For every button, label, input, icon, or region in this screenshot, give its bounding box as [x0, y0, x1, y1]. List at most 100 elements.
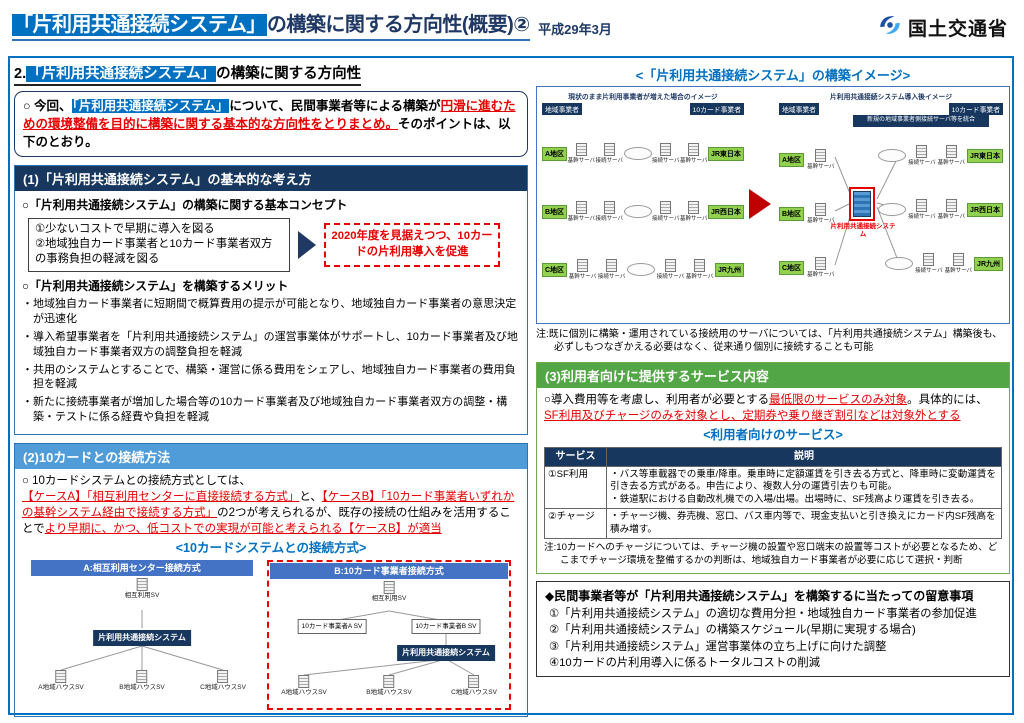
build-image-title: <「片利用共通接続システム」の構築イメージ>	[635, 68, 911, 83]
intro-text: について、民間事業者等による構築が	[229, 99, 441, 113]
merit-item: ・地域独自カード事業者に短期間で概算費用の提示が可能となり、地域独自カード事業者…	[22, 298, 517, 325]
server-node: 接続サーバ	[652, 201, 679, 222]
server-label: 相互利用SV	[371, 595, 407, 603]
server-icon	[815, 149, 827, 162]
server-node: 基幹サーバ	[568, 201, 595, 222]
body-text: 。具体的には、	[907, 394, 988, 406]
server-node: 相互利用SV	[125, 578, 159, 600]
section3-body: ○導入費用等を考慮し、利用者が必要とする最低限のサービスのみ対象。具体的には、S…	[537, 388, 1009, 573]
operator-chip: JR東日本	[967, 148, 1003, 163]
system-label: 片利用共通接続システム	[830, 223, 896, 239]
content-frame	[8, 56, 1014, 715]
server-node: 基幹サーバ	[680, 201, 707, 222]
network-row: B地区 基幹サーバ 接続サーバ 接続サーバ 基幹サーバ JR西日本	[542, 201, 744, 222]
operator-chip: JR東日本	[707, 146, 744, 161]
server-label: 基幹サーバ	[807, 272, 835, 278]
server-stack-icon	[853, 191, 871, 217]
network-cloud-icon	[878, 203, 907, 216]
server-icon	[660, 201, 672, 214]
heading-number: 2.	[14, 66, 27, 82]
server-label: 接続サーバ	[908, 214, 936, 220]
description-cell: ・チャージ機、券売機、窓口、バス車内等で、現金支払いと引き換えにカード内SF残高…	[606, 508, 1002, 540]
region-chip: C地区	[779, 260, 805, 275]
body-emphasis: 【ケースB】「10カード事業者いずれかの基幹システム経由で接続する方式」	[22, 491, 515, 520]
description-line: ・チャージ機、券売機、窓口、バス車内等で、現金支払いと引き換えにカード内SF残高…	[610, 511, 996, 535]
description-line: ・バス等車載器での乗車/降車。乗車時に定額運賃を引き去る方式と、降車時に変動運賃…	[610, 468, 997, 493]
table-row: ②チャージ ・チャージ機、券売機、窓口、バス車内等で、現金支払いと引き換えにカー…	[544, 508, 1002, 540]
panel-a-body: 相互利用SV 片利用共通接続システム A地域ハウスSV B地域ハウスSV C地域…	[31, 576, 253, 704]
connection-diagram-title: <10カードシステムとの接続方式>	[175, 541, 367, 556]
notes-item: ②「片利用共通接続システム」の構築スケジュール(早期に実現する場合)	[549, 624, 916, 637]
server-label: 基幹サーバ	[807, 164, 835, 170]
concept-item: ②地域独自カード事業者と10カード事業者双方の事務負担の軽減を図る	[35, 238, 273, 266]
section3-header: (3)利用者向けに提供するサービス内容	[537, 363, 1009, 388]
server-node: 基幹サーバ	[569, 259, 596, 280]
server-node: A地域ハウスSV	[38, 670, 84, 692]
server-label: 基幹サーバ	[567, 216, 596, 222]
concept-item: ①少ないコストで早期に導入を図る	[35, 222, 215, 235]
system-box: 片利用共通接続システム	[93, 630, 191, 646]
server-icon	[383, 675, 395, 689]
server-label: 接続サーバ	[652, 158, 680, 164]
image-note: 注:既に個別に構築・運用されている接続用のサーバについては、「片利用共通接続シス…	[536, 329, 1003, 353]
section2-text: ○ 10カードシステムとの接続方式としては、【ケースA】「相互利用センターに直接…	[22, 473, 520, 537]
merit-item: ・導入希望事業者を「片利用共通接続システム」の運営事業体がサポートし、10カード…	[22, 330, 518, 358]
doc-date: 平成29年3月	[538, 22, 612, 37]
section2-body: ○ 10カードシステムとの接続方式としては、【ケースA】「相互利用センターに直接…	[15, 469, 527, 716]
server-label: 基幹サーバ	[680, 216, 708, 222]
table-row: ①SF利用 ・バス等車載器での乗車/降車。乗車時に定額運賃を引き去る方式と、降車…	[544, 465, 1002, 510]
server-icon	[575, 143, 587, 156]
server-icon	[945, 145, 957, 158]
services-table: サービス 説明 ①SF利用 ・バス等車載器での乗車/降車。乗車時に定額運賃を引き…	[544, 446, 1002, 540]
server-label: B地域ハウスSV	[366, 689, 412, 697]
region-node: B地区基幹サーバ	[779, 203, 835, 224]
body-text: の2つが考えられるが、既存の接続の仕組みを活用することで	[22, 507, 511, 536]
server-node: 基幹サーバ	[680, 143, 707, 164]
notes-box: ◆民間事業者等が「片利用共通接続システム」を構築するに当たっての留意事項 ①「片…	[536, 580, 1010, 678]
server-node: A地域ハウスSV	[281, 675, 327, 697]
server-node: C地域ハウスSV	[451, 675, 497, 697]
server-icon	[688, 143, 700, 156]
page-title: 「片利用共通接続システム」の構築に関する方向性(概要)②	[12, 8, 530, 41]
intro-box: ○ 今回、「片利用共通接続システム」について、民間事業者等による構築が円滑に進む…	[14, 91, 528, 158]
region-chip: B地区	[779, 206, 805, 221]
server-node: 接続サーバ	[908, 145, 936, 166]
body-emphasis: より早期に、かつ、低コストでの実現が可能と考えられる【ケースB】が適当	[44, 523, 442, 536]
column-label: 10カード事業者	[948, 103, 1003, 115]
column-header: サービス	[544, 446, 607, 467]
before-panel: 現状のまま片利用事業者が増えた場合のイメージ 地域事業者 10カード事業者 A地…	[540, 91, 746, 319]
column-label: 地域事業者	[779, 103, 819, 115]
body-text: ○導入費用等を考慮し、利用者が必要とする	[544, 394, 770, 406]
server-node: 基幹サーバ	[938, 199, 965, 220]
connector-lines	[60, 610, 224, 671]
heading-highlight: 「片利用共通接続システム」	[26, 66, 217, 82]
section2-header: (2)10カードとの接続方法	[15, 443, 527, 469]
goal-box: 2020年度を見据えつつ、10カードの片利用導入を促進	[324, 222, 500, 267]
left-column: 2.「片利用共通接続システム」の構築に関する方向性 ○ 今回、「片利用共通接続シ…	[14, 62, 528, 717]
server-icon	[688, 201, 700, 214]
body-emphasis: SF利用及びチャージのみを対象とし、定期券や乗り継ぎ割引などは対象外とする	[544, 410, 961, 423]
concept-title: ○「片利用共通接続システム」の構築に関する基本コンセプト	[22, 198, 348, 213]
server-icon	[298, 675, 310, 689]
title-highlight: 「片利用共通接続システム」	[12, 14, 267, 36]
body-text: と、	[299, 491, 322, 503]
server-node: 接続サーバ	[596, 201, 623, 222]
region-chip: A地区	[779, 152, 805, 167]
notes-title: ◆民間事業者等が「片利用共通接続システム」を構築するに当たっての留意事項	[545, 588, 974, 603]
server-node: 接続サーバ	[652, 143, 679, 164]
server-label: 接続サーバ	[595, 158, 623, 164]
server-label: 基幹サーバ	[937, 160, 966, 166]
server-label: 接続サーバ	[652, 216, 680, 222]
merit-item: ・新たに接続事業者が増加した場合等の10カード事業者及び地域独自カード事業者双方…	[22, 396, 508, 424]
panel-b-body: 相互利用SV 10カード事業者A SV 10カード事業者B SV 片利用共通接続…	[270, 579, 508, 707]
merit-item: ・共用のシステムとすることで、構築・運営に係る費用をシェアし、地域独自カード事業…	[22, 363, 516, 391]
server-icon	[916, 145, 928, 158]
server-label: 接続サーバ	[597, 274, 626, 280]
description-cell: ・バス等車載器での乗車/降車。乗車時に定額運賃を引き去る方式と、降車時に変動運賃…	[606, 465, 1002, 510]
concept-box: ①少ないコストで早期に導入を図る ②地域独自カード事業者と10カード事業者双方の…	[28, 217, 290, 272]
server-node: 接続サーバ	[657, 259, 684, 280]
server-node: 基幹サーバ	[938, 145, 965, 166]
region-node: C地区基幹サーバ	[779, 257, 835, 278]
